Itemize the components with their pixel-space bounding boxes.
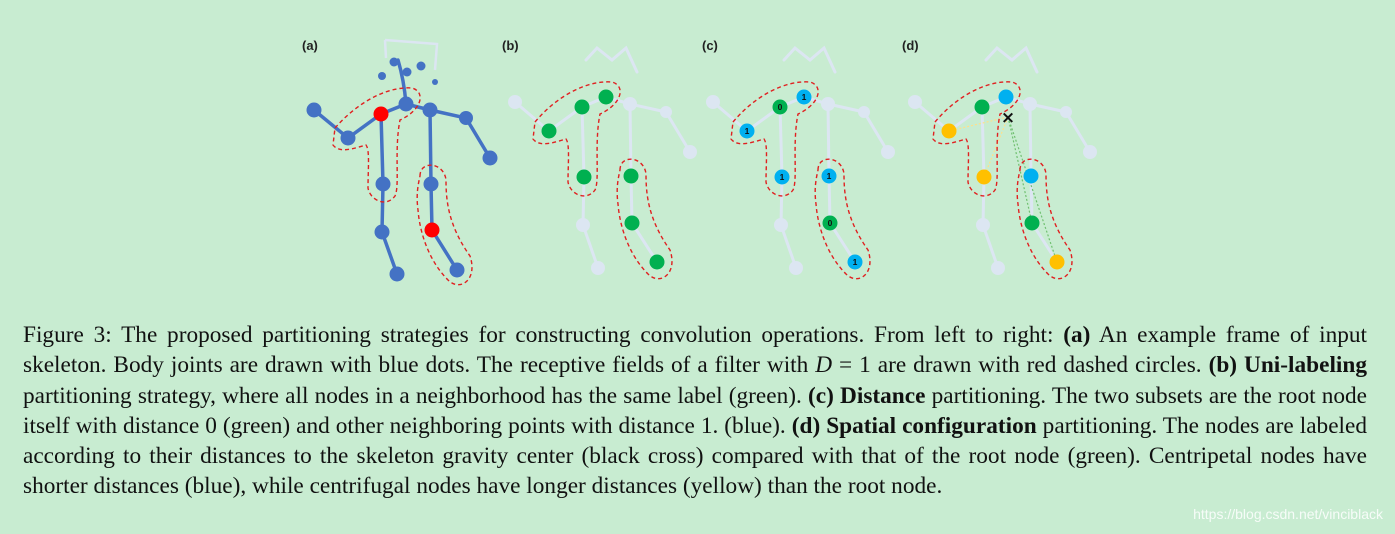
caption-b-label: (b) Uni-labeling (1208, 352, 1368, 379)
faded-joints-b (508, 95, 697, 275)
faded-joints-c (706, 95, 895, 275)
node-label: 1 (780, 172, 785, 182)
panel-b: (b) (502, 38, 697, 280)
skeleton-figure: (a) (302, 38, 1097, 286)
skeleton-d-faded (913, 45, 1092, 270)
node-label: 0 (778, 102, 783, 112)
caption-a-equation: = 1 (832, 352, 871, 379)
watermark: https://blog.csdn.net/vinciblack (1193, 506, 1383, 522)
panel-c: (c) 1 0 1 1 1 0 1 (702, 38, 895, 280)
node-label: 1 (853, 257, 858, 267)
green-joints-b (541, 89, 665, 270)
panel-c-label: (c) (702, 38, 718, 53)
panel-d: (d) × (902, 38, 1097, 280)
faded-joints-d (908, 95, 1097, 275)
distance-lines-d-green (1007, 116, 1058, 263)
receptive-fields-c (730, 81, 871, 280)
panel-d-label: (d) (902, 38, 919, 53)
skeleton-c-faded (711, 45, 890, 270)
figure-caption: Figure 3: The proposed partitioning stra… (23, 320, 1367, 502)
node-label: 1 (827, 171, 832, 181)
root-joints-a (373, 106, 440, 238)
caption-b-text: partitioning strategy, where all nodes i… (23, 382, 808, 409)
panel-a-label: (a) (302, 38, 318, 53)
labeled-joints-c: 1 0 1 1 1 0 1 (739, 89, 863, 270)
receptive-fields-b (532, 81, 673, 280)
caption-prefix: Figure 3: The proposed partitioning stra… (23, 322, 1064, 348)
caption-c-text: partitioning. The two subsets are the ro… (23, 382, 1368, 439)
receptive-fields-d (932, 81, 1073, 280)
caption-d-text: partitioning. The nodes are labeled acco… (23, 412, 1367, 500)
node-label: 1 (745, 126, 750, 136)
caption-a-text-1: An example frame of input skeleton. Body… (23, 322, 1367, 379)
caption-a-text-2: are drawn with red dashed circles. (870, 352, 1209, 379)
skeleton-b-faded (513, 45, 692, 270)
node-label: 1 (802, 92, 807, 102)
head-a (383, 38, 439, 71)
skeleton-a-bones (312, 58, 492, 276)
distance-lines-d (948, 116, 1009, 178)
gravity-center-cross-icon: × (1001, 108, 1015, 128)
face-dots-a (378, 57, 438, 85)
caption-a-label: (a) (1063, 322, 1091, 348)
caption-a-variable: D (815, 352, 833, 379)
figure-area: (a) (302, 38, 1097, 286)
receptive-fields-a (332, 87, 473, 286)
joints-a (306, 96, 498, 282)
node-label: 0 (828, 218, 833, 228)
panel-b-label: (b) (502, 38, 519, 53)
caption-c-label: (c) Distance (808, 382, 926, 409)
panel-a: (a) (302, 38, 498, 286)
caption-d-label: (d) Spatial configuration (791, 412, 1037, 439)
labeled-joints-d (941, 89, 1065, 270)
